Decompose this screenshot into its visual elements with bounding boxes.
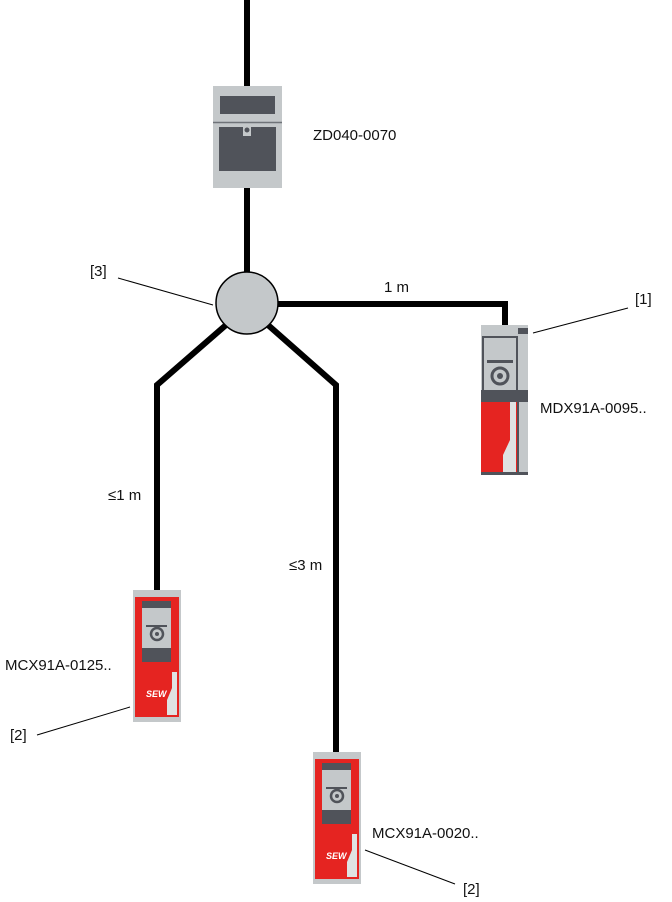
mdx-leader-line <box>532 307 629 334</box>
cables <box>154 0 508 754</box>
cable-length-mcx2: ≤3 m <box>289 557 322 574</box>
mcx1-logo: SEW <box>146 689 168 699</box>
mcx1-leader-line <box>36 706 131 736</box>
hub-leader-line <box>117 277 214 306</box>
cable-length-mdx: 1 m <box>384 279 409 296</box>
mcx2-logo: SEW <box>326 851 348 861</box>
mcx2-device: SEW <box>313 752 361 884</box>
cable-hub-to-mcx2 <box>266 322 339 754</box>
mcx1-callout: [2] <box>10 727 27 744</box>
cable-hub-to-mdx <box>276 301 508 327</box>
zd040-label: ZD040-0070 <box>313 127 396 144</box>
zd040-filter <box>213 86 282 188</box>
mcx2-label: MCX91A-0020.. <box>372 825 479 842</box>
mcx1-device: SEW <box>133 590 181 722</box>
cable-length-mcx1: ≤1 m <box>108 487 141 504</box>
mcx2-callout: [2] <box>463 881 480 898</box>
hub-callout: [3] <box>90 263 107 280</box>
mdx-label: MDX91A-0095.. <box>540 400 647 417</box>
mdx-device <box>481 325 528 475</box>
mdx-callout: [1] <box>635 291 652 308</box>
cable-hub-to-mcx1 <box>154 322 228 592</box>
mcx1-label: MCX91A-0125.. <box>5 657 112 674</box>
mcx2-leader-line <box>364 849 456 885</box>
hub <box>215 271 279 335</box>
